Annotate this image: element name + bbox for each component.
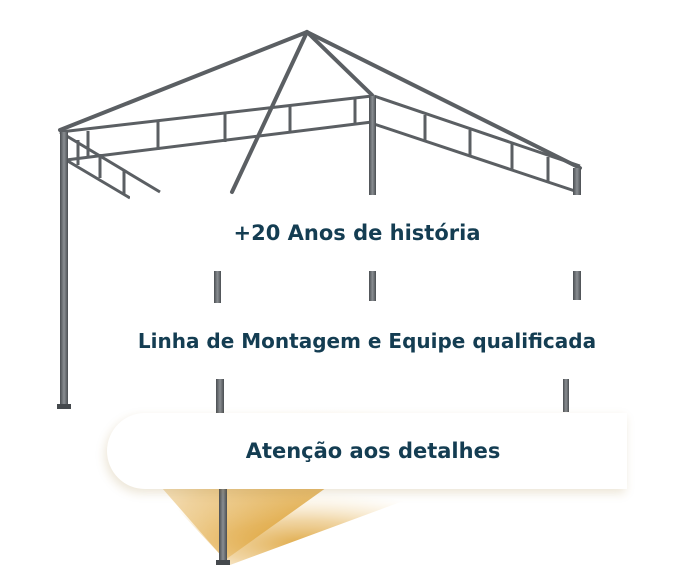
floor-glow-lower xyxy=(150,480,460,565)
feature-history-banner: +20 Anos de história xyxy=(130,195,584,271)
feature-details-label: Atenção aos detalhes xyxy=(245,439,501,463)
pole-right-lower xyxy=(563,378,569,412)
feature-history-label: +20 Anos de história xyxy=(233,221,481,245)
pole-front-center-lower xyxy=(216,378,224,416)
pole-front-center-bottom xyxy=(219,488,227,563)
feature-assembly-label: Linha de Montagem e Equipe qualificada xyxy=(137,329,597,353)
pole-front-center-upper xyxy=(214,270,221,304)
feature-details-banner: Atenção aos detalhes xyxy=(107,413,627,489)
feature-assembly-banner: Linha de Montagem e Equipe qualificada xyxy=(120,303,674,379)
pole-front-left xyxy=(60,132,68,407)
